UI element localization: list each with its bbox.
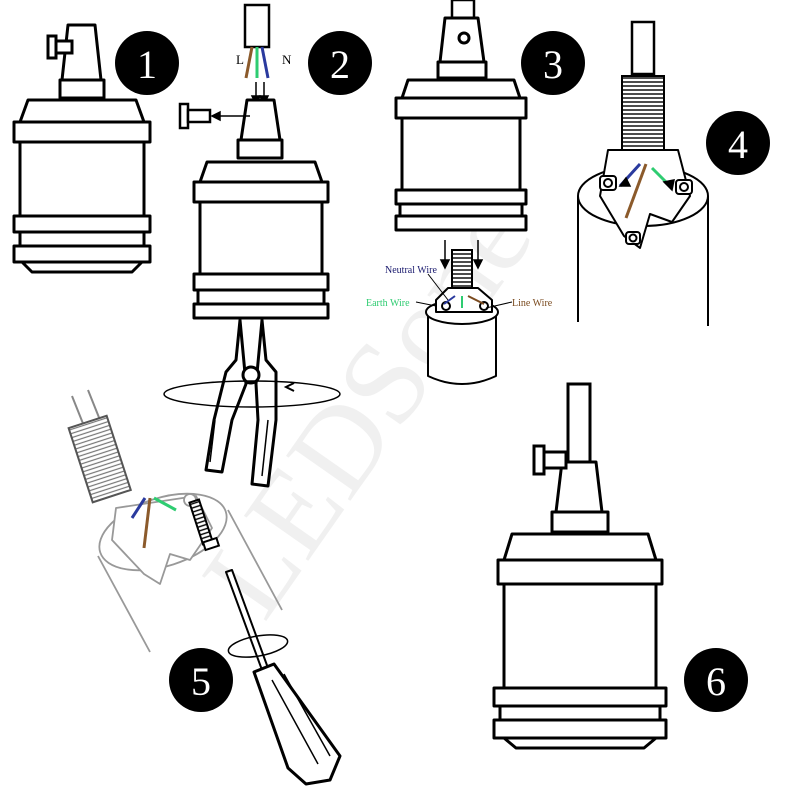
- neutral-wire-letter: N: [282, 52, 292, 67]
- step4-cable: [630, 20, 656, 76]
- step2-left-arrow: [210, 110, 250, 122]
- step6-thumb-screw-icon: [532, 444, 568, 476]
- step-number-1: 1: [137, 42, 157, 87]
- pliers-icon: [204, 318, 278, 488]
- step4-insert: [599, 149, 693, 249]
- step3-down-arrows: [439, 240, 484, 270]
- neutral-wire-label: Neutral Wire: [385, 265, 437, 276]
- step1-thumb-screw-icon: [46, 34, 74, 60]
- step3-pointer-lines: [415, 273, 513, 309]
- step-badge-2: 2: [308, 31, 372, 95]
- live-wire-letter: L: [236, 52, 244, 67]
- step-badge-1: 1: [115, 31, 179, 95]
- step2-lamp-holder: [192, 98, 330, 320]
- earth-wire-label: Earth Wire: [366, 298, 410, 309]
- step6-cable: [566, 382, 592, 466]
- step1-lamp-holder: [12, 23, 152, 274]
- step3-lamp-holder: [394, 16, 528, 232]
- step-number-4: 4: [728, 122, 748, 167]
- step5-screw-icon: [188, 498, 221, 552]
- step-badge-4: 4: [706, 111, 770, 175]
- step-number-6: 6: [706, 659, 726, 704]
- screwdriver-icon: [225, 569, 342, 786]
- step-number-2: 2: [330, 42, 350, 87]
- step3-cable: [450, 0, 476, 20]
- step2-wires: [244, 46, 270, 79]
- step3-connecting-wires: [443, 295, 485, 308]
- step5-cable: [71, 389, 101, 427]
- step-number-5: 5: [191, 659, 211, 704]
- step-badge-6: 6: [684, 648, 748, 712]
- step2-removed-screw-icon: [178, 102, 212, 130]
- step5-threaded-tube: [67, 414, 133, 504]
- step3-socket-insert: [425, 287, 499, 385]
- step4-arrows: [618, 176, 675, 192]
- step-number-3: 3: [543, 42, 563, 87]
- step-badge-5: 5: [169, 648, 233, 712]
- rotate-arrow-icon-step5: [227, 634, 289, 658]
- step2-cable: [243, 3, 271, 49]
- step6-lamp-holder: [492, 460, 668, 750]
- line-wire-label: Line Wire: [512, 298, 553, 309]
- step5-wires: [130, 496, 177, 549]
- step-badge-3: 3: [521, 31, 585, 95]
- rotate-arrow-icon: [163, 380, 341, 408]
